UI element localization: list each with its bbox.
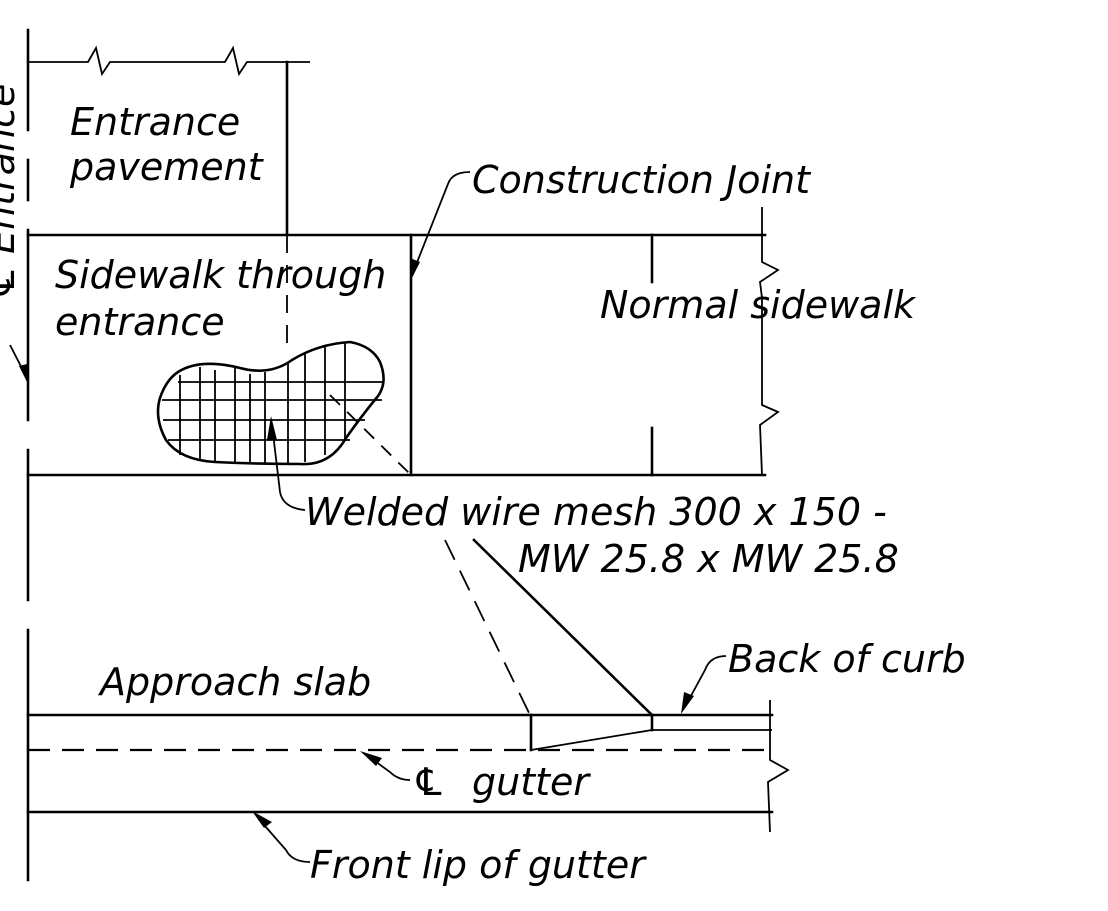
construction-joint-label: Construction Joint — [472, 158, 812, 202]
entrance-pavement-label-1: Entrance — [70, 100, 240, 144]
entrance-pavement-label-2: pavement — [69, 145, 265, 189]
mesh-label-2: MW 25.8 x MW 25.8 — [518, 537, 899, 581]
gutter-label: gutter — [472, 760, 591, 804]
front-lip-leader — [252, 811, 311, 863]
construction-joint-leader — [410, 171, 471, 280]
sidewalk-entrance-label-1: Sidewalk through — [55, 253, 386, 297]
front-lip-label: Front lip of gutter — [310, 843, 647, 887]
entrance-cl-label: ℄ Entrance — [0, 84, 23, 300]
entrance-pavement-extent — [28, 45, 310, 237]
gutter-centerline-symbol: ℄ — [412, 760, 446, 804]
sidewalk-band — [26, 207, 780, 477]
sidewalk-entrance-label-2: entrance — [55, 300, 225, 344]
curb-projection-lines — [444, 538, 654, 717]
back-of-curb-leader — [681, 655, 727, 714]
approach-slab — [26, 700, 790, 833]
normal-sidewalk-label: Normal sidewalk — [600, 283, 917, 327]
wire-mesh-patch — [156, 340, 412, 476]
gutter-leader — [360, 751, 411, 781]
mesh-label-1: Welded wire mesh 300 x 150 - — [305, 490, 887, 534]
mesh-leader — [267, 416, 306, 511]
back-of-curb-label: Back of curb — [728, 637, 966, 681]
approach-slab-label: Approach slab — [97, 660, 371, 704]
